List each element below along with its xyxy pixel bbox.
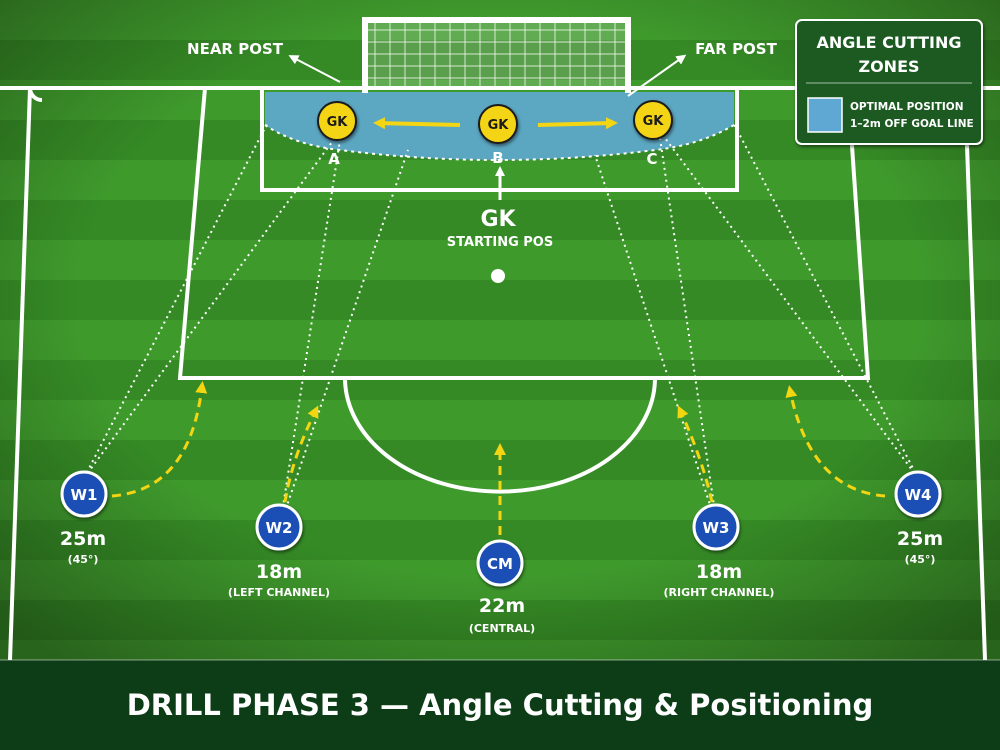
legend-item-line2: 1–2m OFF GOAL LINE bbox=[850, 118, 974, 130]
gk-shuffle-arrows bbox=[373, 117, 618, 130]
legend-title-line1: ANGLE CUTTING bbox=[816, 33, 961, 52]
penalty-spot bbox=[491, 269, 505, 283]
legend-zone-swatch bbox=[807, 97, 843, 133]
attacker-w2-distance: 18m bbox=[256, 561, 302, 583]
post-arrows bbox=[288, 54, 687, 200]
corner-arc bbox=[28, 87, 43, 102]
attacker-w1-distance: 25m bbox=[60, 528, 106, 550]
attacker-w3-code: W3 bbox=[703, 519, 730, 537]
legend-title-line2: ZONES bbox=[858, 57, 919, 76]
attacker-w3: W3 18m (RIGHT CHANNEL) bbox=[664, 503, 775, 599]
goalkeeper-markers: GK GK GK bbox=[317, 100, 673, 144]
attacker-cm: CM 22m (CENTRAL) bbox=[469, 539, 535, 635]
gk-marker-c-text: GK bbox=[643, 114, 665, 129]
page-title: DRILL PHASE 3 — Angle Cutting & Position… bbox=[127, 688, 874, 722]
attacker-w4-distance: 25m bbox=[897, 528, 943, 550]
zone-arc-line bbox=[264, 124, 735, 161]
attacker-w3-distance: 18m bbox=[696, 561, 742, 583]
position-c-label: C bbox=[646, 150, 657, 168]
attacker-w2: W2 18m (LEFT CHANNEL) bbox=[228, 503, 330, 599]
attacker-w3-note: (RIGHT CHANNEL) bbox=[664, 586, 775, 599]
gk-marker-b: GK bbox=[478, 104, 518, 144]
run-arrows bbox=[111, 381, 886, 535]
position-b-label: B bbox=[492, 149, 503, 167]
penalty-box bbox=[177, 87, 871, 380]
gk-start-label: GK bbox=[480, 207, 516, 232]
gk-start-sublabel: STARTING POS bbox=[447, 235, 553, 250]
attacker-w1-note: (45°) bbox=[68, 553, 99, 566]
right-touchline bbox=[963, 87, 987, 661]
attacker-w4: W4 25m (45°) bbox=[894, 470, 943, 566]
gk-marker-a-text: GK bbox=[327, 115, 349, 130]
attacker-cm-distance: 22m bbox=[479, 595, 525, 617]
gk-marker-c: GK bbox=[633, 100, 673, 140]
attacker-w1: W1 25m (45°) bbox=[60, 470, 108, 566]
attacker-w1-code: W1 bbox=[71, 486, 98, 504]
gk-marker-b-text: GK bbox=[488, 118, 510, 133]
near-post-label: NEAR POST bbox=[187, 40, 284, 58]
pitch-lines bbox=[0, 86, 1000, 661]
title-banner bbox=[0, 660, 1000, 750]
legend-item-line1: OPTIMAL POSITION bbox=[850, 101, 964, 113]
legend: ANGLE CUTTING ZONES OPTIMAL POSITION 1–2… bbox=[795, 19, 983, 145]
angle-lines bbox=[83, 121, 919, 527]
position-a-label: A bbox=[328, 150, 340, 168]
goal bbox=[362, 17, 631, 93]
penalty-arc bbox=[343, 377, 657, 494]
attacker-w4-note: (45°) bbox=[905, 553, 936, 566]
attacker-w2-note: (LEFT CHANNEL) bbox=[228, 586, 330, 599]
left-touchline bbox=[8, 87, 32, 661]
attacker-w4-code: W4 bbox=[905, 486, 932, 504]
far-post-label: FAR POST bbox=[695, 40, 777, 58]
attacker-cm-note: (CENTRAL) bbox=[469, 622, 535, 635]
attacker-w2-code: W2 bbox=[266, 519, 293, 537]
gk-marker-a: GK bbox=[317, 101, 357, 141]
attacker-cm-code: CM bbox=[487, 555, 513, 573]
